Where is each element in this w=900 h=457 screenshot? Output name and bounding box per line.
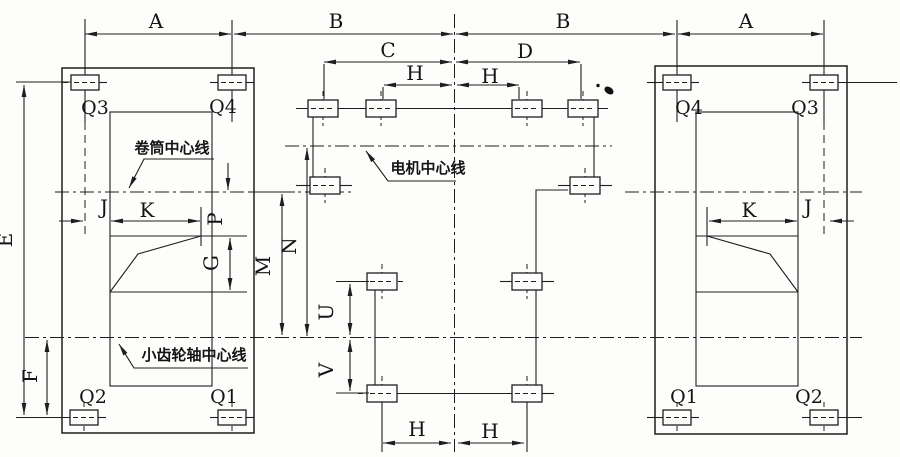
bolt-label-q3: Q3 [791,97,819,119]
bolt-label-q4: Q4 [675,97,703,119]
motor-centerline-leader [365,150,456,182]
dim-label-u: U [314,304,338,321]
motor-centerline-label: 电机中心线 [390,159,465,177]
centerlines [25,14,862,452]
right-drum-profile [696,235,799,293]
dim-label-h-top-left: H [406,61,423,85]
right-drum-frame [695,111,799,387]
dim-label-h-bottom-left: H [408,417,425,441]
dim-label-k-right: K [742,198,758,222]
dim-label-m: M [251,256,275,276]
dim-label-f: F [18,369,42,383]
frame-right-lower [535,189,568,387]
dim-label-c: C [380,38,395,62]
dim-label-h-bottom-right: H [481,419,498,443]
annotations: 卷筒中心线 电机中心线 小齿轮轴中心线 [118,139,466,369]
scan-speck [596,83,614,95]
extension-lines [16,64,708,419]
dim-label-j-left: J [98,195,108,219]
right-base: Q4 Q3 Q1 Q2 [647,20,897,435]
left-base-stubs [98,81,254,419]
bolt-label-q3: Q3 [81,97,109,119]
pinion-centerline-leader [118,343,248,369]
dim-label-b-right: B [556,9,571,33]
dim-label-a-left: A [148,9,164,33]
left-drum-profile [109,235,247,293]
middle-assembly [296,90,612,452]
drum-centerline-leader [128,158,214,189]
dim-label-p: P [203,212,227,225]
dim-label-a-right: A [738,9,754,33]
dim-label-g: G [199,255,223,271]
right-base-outline [654,65,848,435]
dim-label-n: N [277,237,301,255]
drum-centerline-label: 卷筒中心线 [133,139,209,157]
left-base-outline [61,67,255,434]
left-base: Q3 Q4 Q2 Q1 [61,19,255,434]
bolt-label-q2: Q2 [795,386,823,408]
bolt-label-q2: Q2 [79,386,107,408]
dim-label-e: E [0,233,17,248]
bolt-label-q1: Q1 [670,386,698,408]
dim-label-h-top-right: H [481,64,498,88]
right-base-stubs [647,81,897,419]
dim-label-d: D [517,39,533,63]
dimensions: A B B A C D H H E F J K P G M N U V K J … [0,9,854,446]
dim-label-j-right: J [802,195,812,219]
bolt-label-q1: Q1 [210,386,238,408]
bolt-label-q4: Q4 [209,96,237,118]
dim-label-v: V [314,362,338,378]
left-drum-frame [109,111,213,387]
dim-label-k-left: K [140,198,156,222]
dim-label-b-left: B [329,9,344,33]
pinion-centerline-label: 小齿轮轴中心线 [141,346,246,364]
